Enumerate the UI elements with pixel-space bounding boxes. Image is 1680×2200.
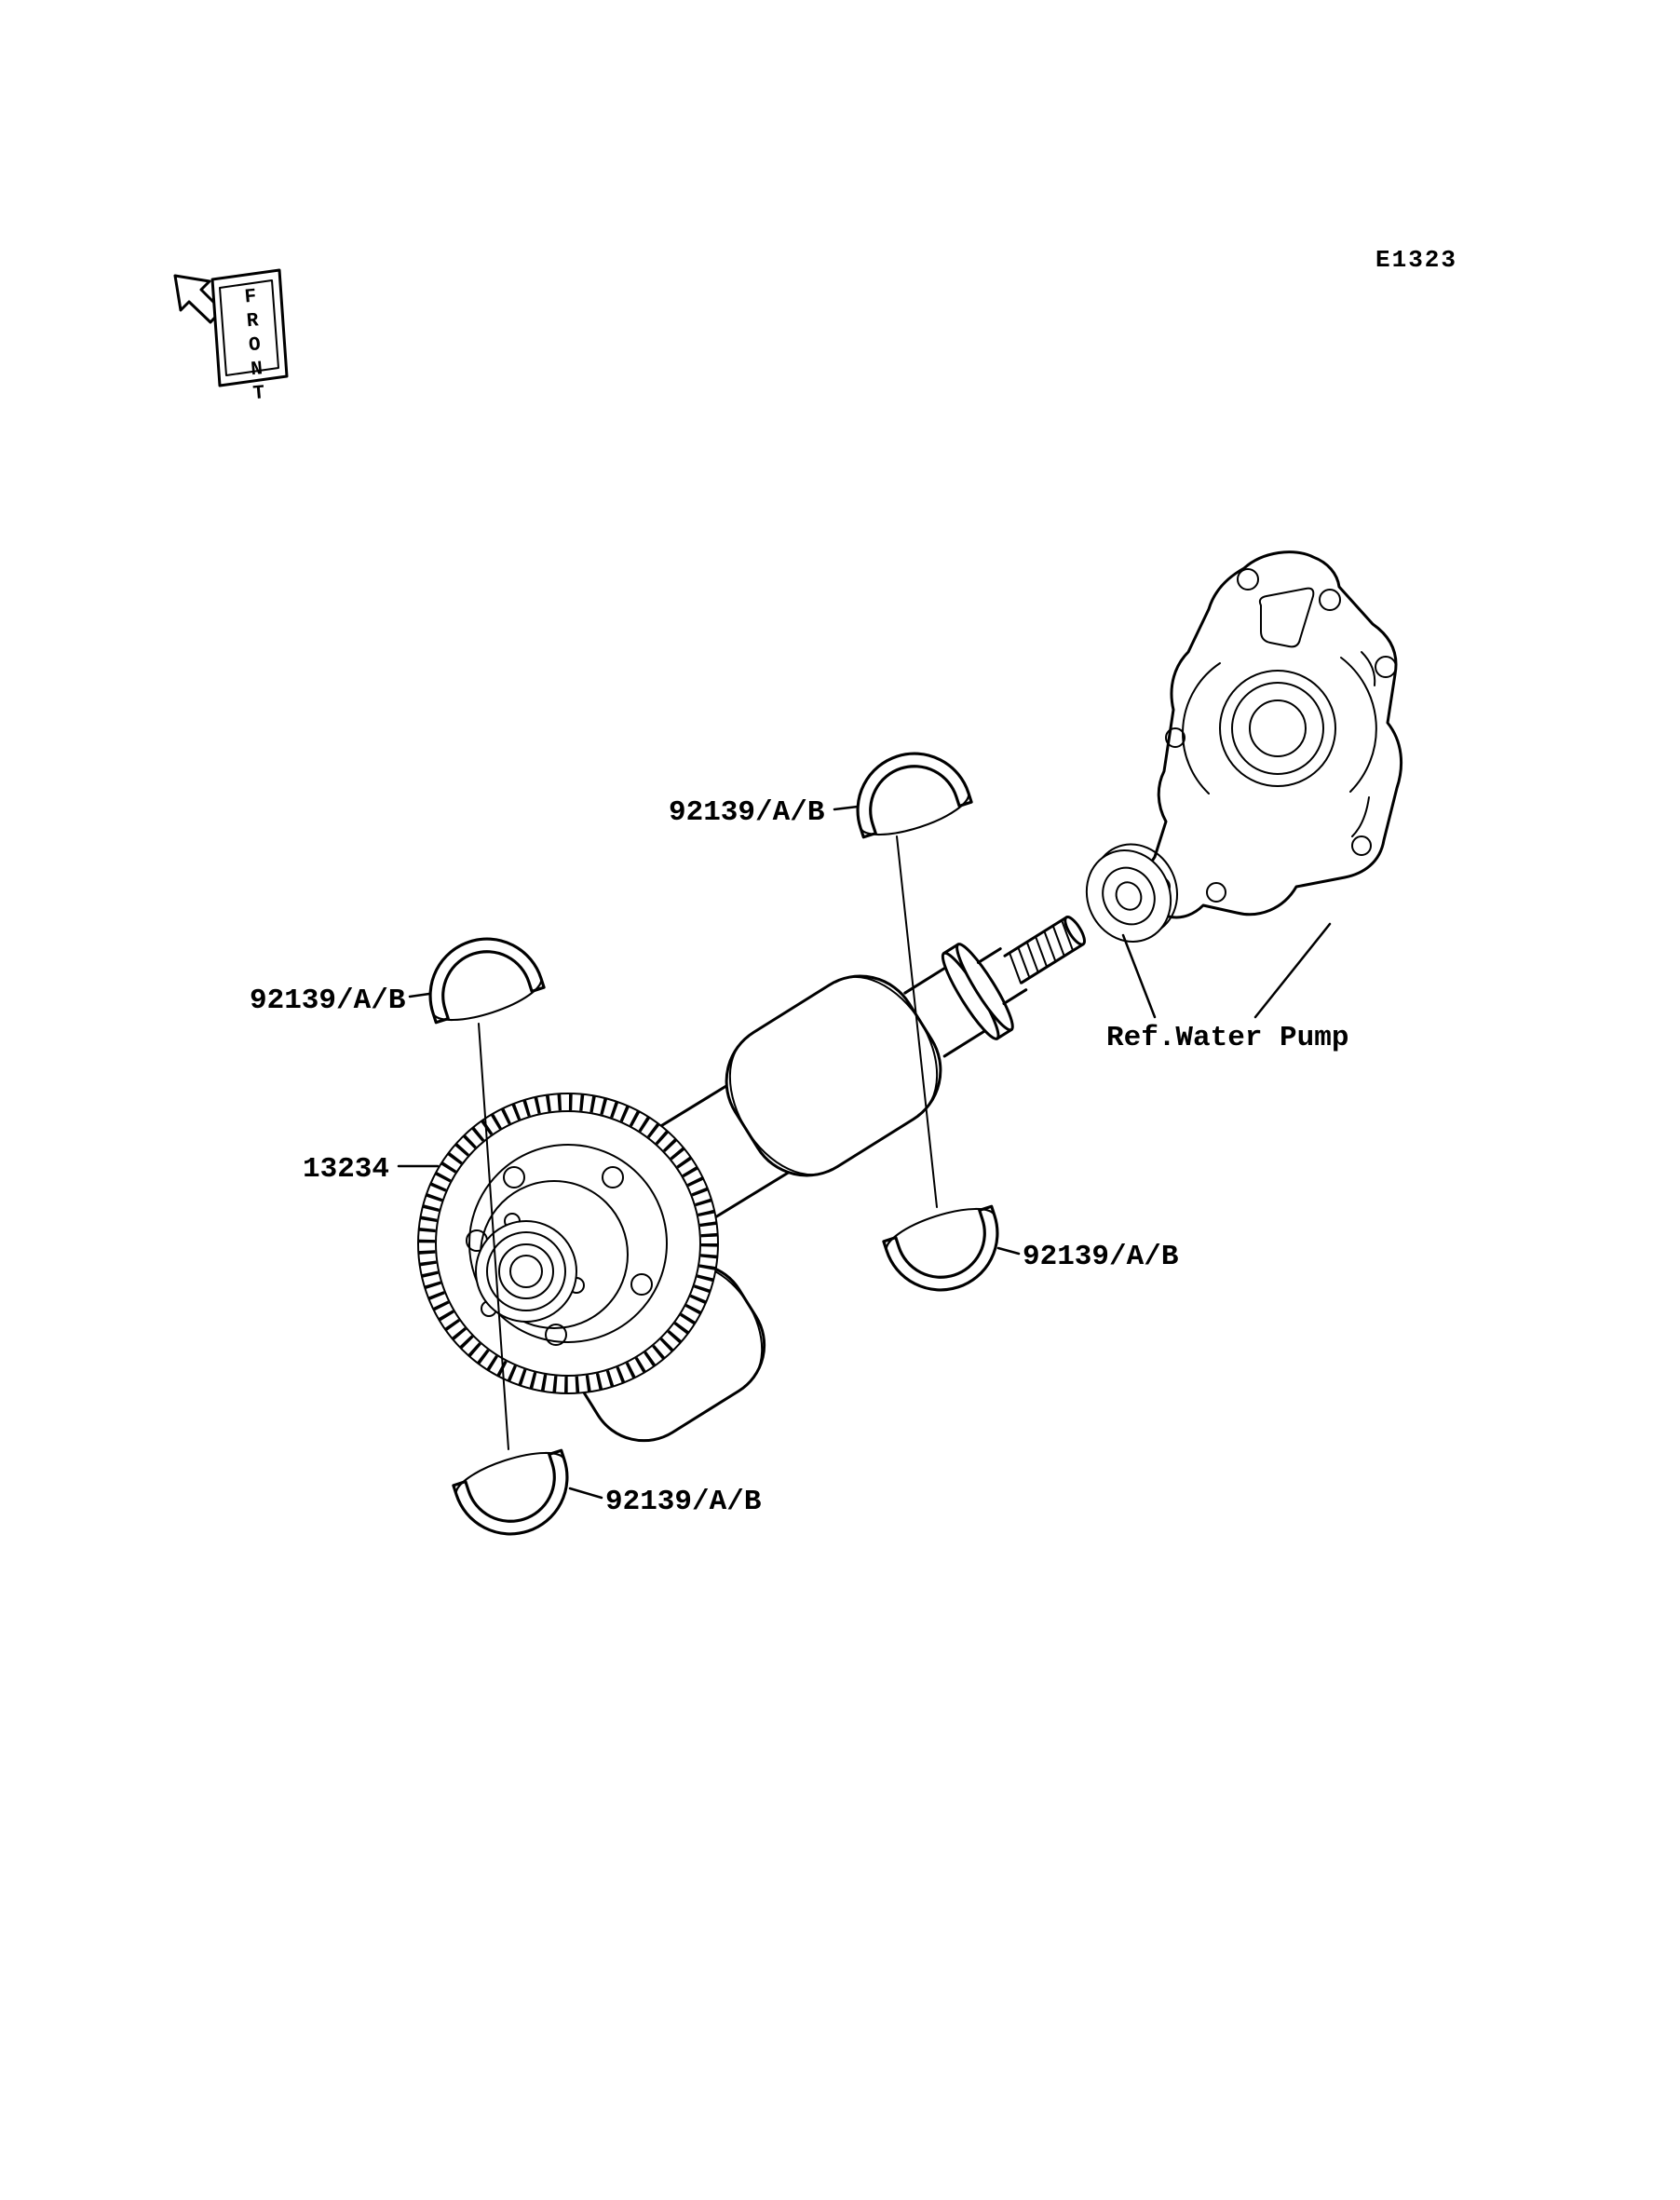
bearing-shell-top bbox=[841, 737, 976, 847]
pump-bearing-seat-outer bbox=[1219, 670, 1336, 787]
gear-web-circle bbox=[468, 1144, 668, 1343]
balancer-weight-drawing bbox=[725, 974, 942, 1177]
leader-line-bearing-bottom bbox=[568, 1487, 603, 1500]
leader-line-bearing-right bbox=[996, 1246, 1021, 1256]
bearing-shell-right bbox=[879, 1197, 1014, 1307]
part-label-bearing-left: 92139/A/B bbox=[250, 985, 405, 1017]
bearing-shell-bottom bbox=[449, 1441, 584, 1551]
pump-triangle-cutout bbox=[1258, 587, 1315, 648]
gear-lightening-holes bbox=[466, 1166, 653, 1346]
leader-line-bearing-left bbox=[408, 992, 431, 998]
leader-line-water-pump-seal bbox=[1121, 933, 1157, 1019]
part-label-gear: 13234 bbox=[303, 1153, 389, 1186]
bolt-thread-hatching bbox=[1009, 919, 1075, 985]
bolt-tip bbox=[1064, 916, 1086, 946]
leader-line-bearing-top bbox=[833, 805, 860, 811]
bearing-pair-line-left bbox=[478, 1023, 509, 1450]
shaft-flange-rear bbox=[955, 943, 1014, 1032]
front-direction-marker: FRONT bbox=[173, 268, 289, 409]
gear-teeth bbox=[418, 1093, 718, 1393]
balancer-gear-drawing bbox=[417, 1093, 719, 1394]
gear-hub-boss bbox=[475, 1220, 577, 1323]
shaft-journal-bolt-drawing bbox=[903, 916, 1086, 1058]
pump-bolt-holes bbox=[1150, 568, 1397, 903]
bearing-shell-left bbox=[413, 922, 549, 1032]
part-label-water-pump-ref: Ref.Water Pump bbox=[1106, 1022, 1348, 1054]
bearing-pair-line-right bbox=[896, 835, 938, 1208]
leader-line-water-pump-cover bbox=[1253, 922, 1332, 1019]
pump-bearing-seat-bore bbox=[1249, 699, 1307, 757]
gear-root-circle bbox=[435, 1110, 701, 1377]
part-label-bearing-right: 92139/A/B bbox=[1023, 1241, 1178, 1273]
page-code: E1323 bbox=[1375, 246, 1457, 274]
water-pump-cover-drawing bbox=[1144, 550, 1403, 919]
part-label-bearing-bottom: 92139/A/B bbox=[605, 1486, 761, 1518]
water-pump-seal-drawing bbox=[1085, 843, 1179, 943]
front-marker-box-outer bbox=[210, 268, 289, 387]
part-label-bearing-top: 92139/A/B bbox=[669, 796, 824, 829]
front-marker-box-inner bbox=[219, 279, 279, 376]
pump-bearing-seat-mid bbox=[1231, 682, 1324, 775]
